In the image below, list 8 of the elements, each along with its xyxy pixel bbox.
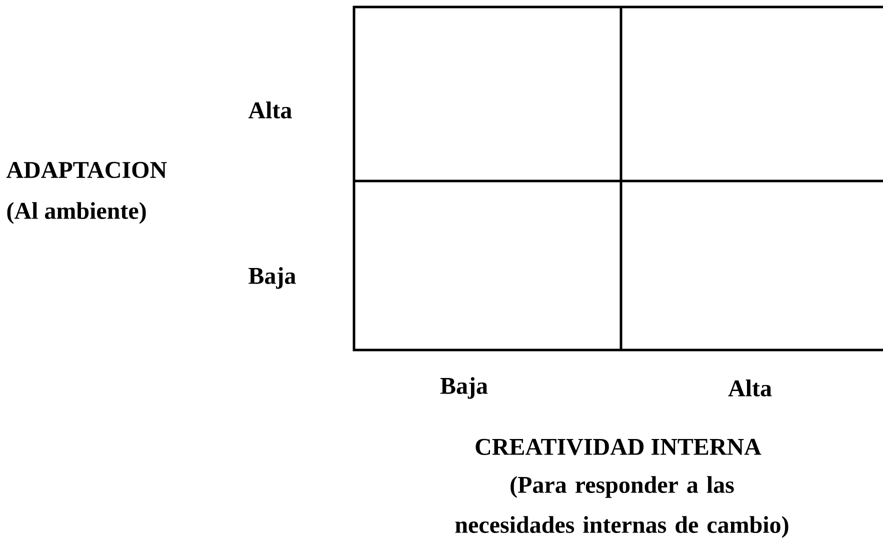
column-label: Baja — [440, 377, 488, 399]
axis-title: ADAPTACION — [6, 162, 167, 178]
axis-subtitle: (Al ambiente) — [7, 202, 146, 224]
row-label: Alta — [248, 102, 292, 118]
axis-subtitle: (Para responder a las necesidades internas de cambio) — [455, 476, 788, 538]
row-label: Baja — [248, 267, 296, 289]
axis-title: CREATIVIDAD INTERNA — [476, 438, 762, 456]
column-label: Alta — [728, 380, 772, 396]
